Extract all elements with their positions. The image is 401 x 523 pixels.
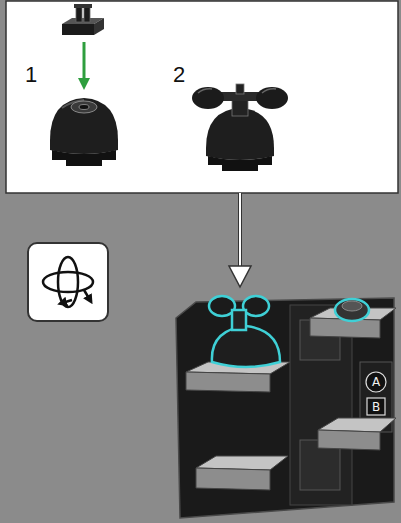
- leader-arrow: [229, 193, 251, 287]
- rotate-icon: [28, 243, 108, 321]
- clip-piece: [62, 4, 104, 35]
- assembled-piece: [192, 84, 288, 171]
- inset-panel: [6, 1, 398, 193]
- callout-number: 1: [25, 64, 37, 86]
- dome-piece: [50, 98, 118, 166]
- model-assembly: [176, 296, 396, 518]
- callout-number: 2: [173, 64, 185, 86]
- placement-arrow: [83, 42, 86, 84]
- marking-letter: B: [372, 401, 380, 413]
- marking-letter: A: [372, 376, 380, 388]
